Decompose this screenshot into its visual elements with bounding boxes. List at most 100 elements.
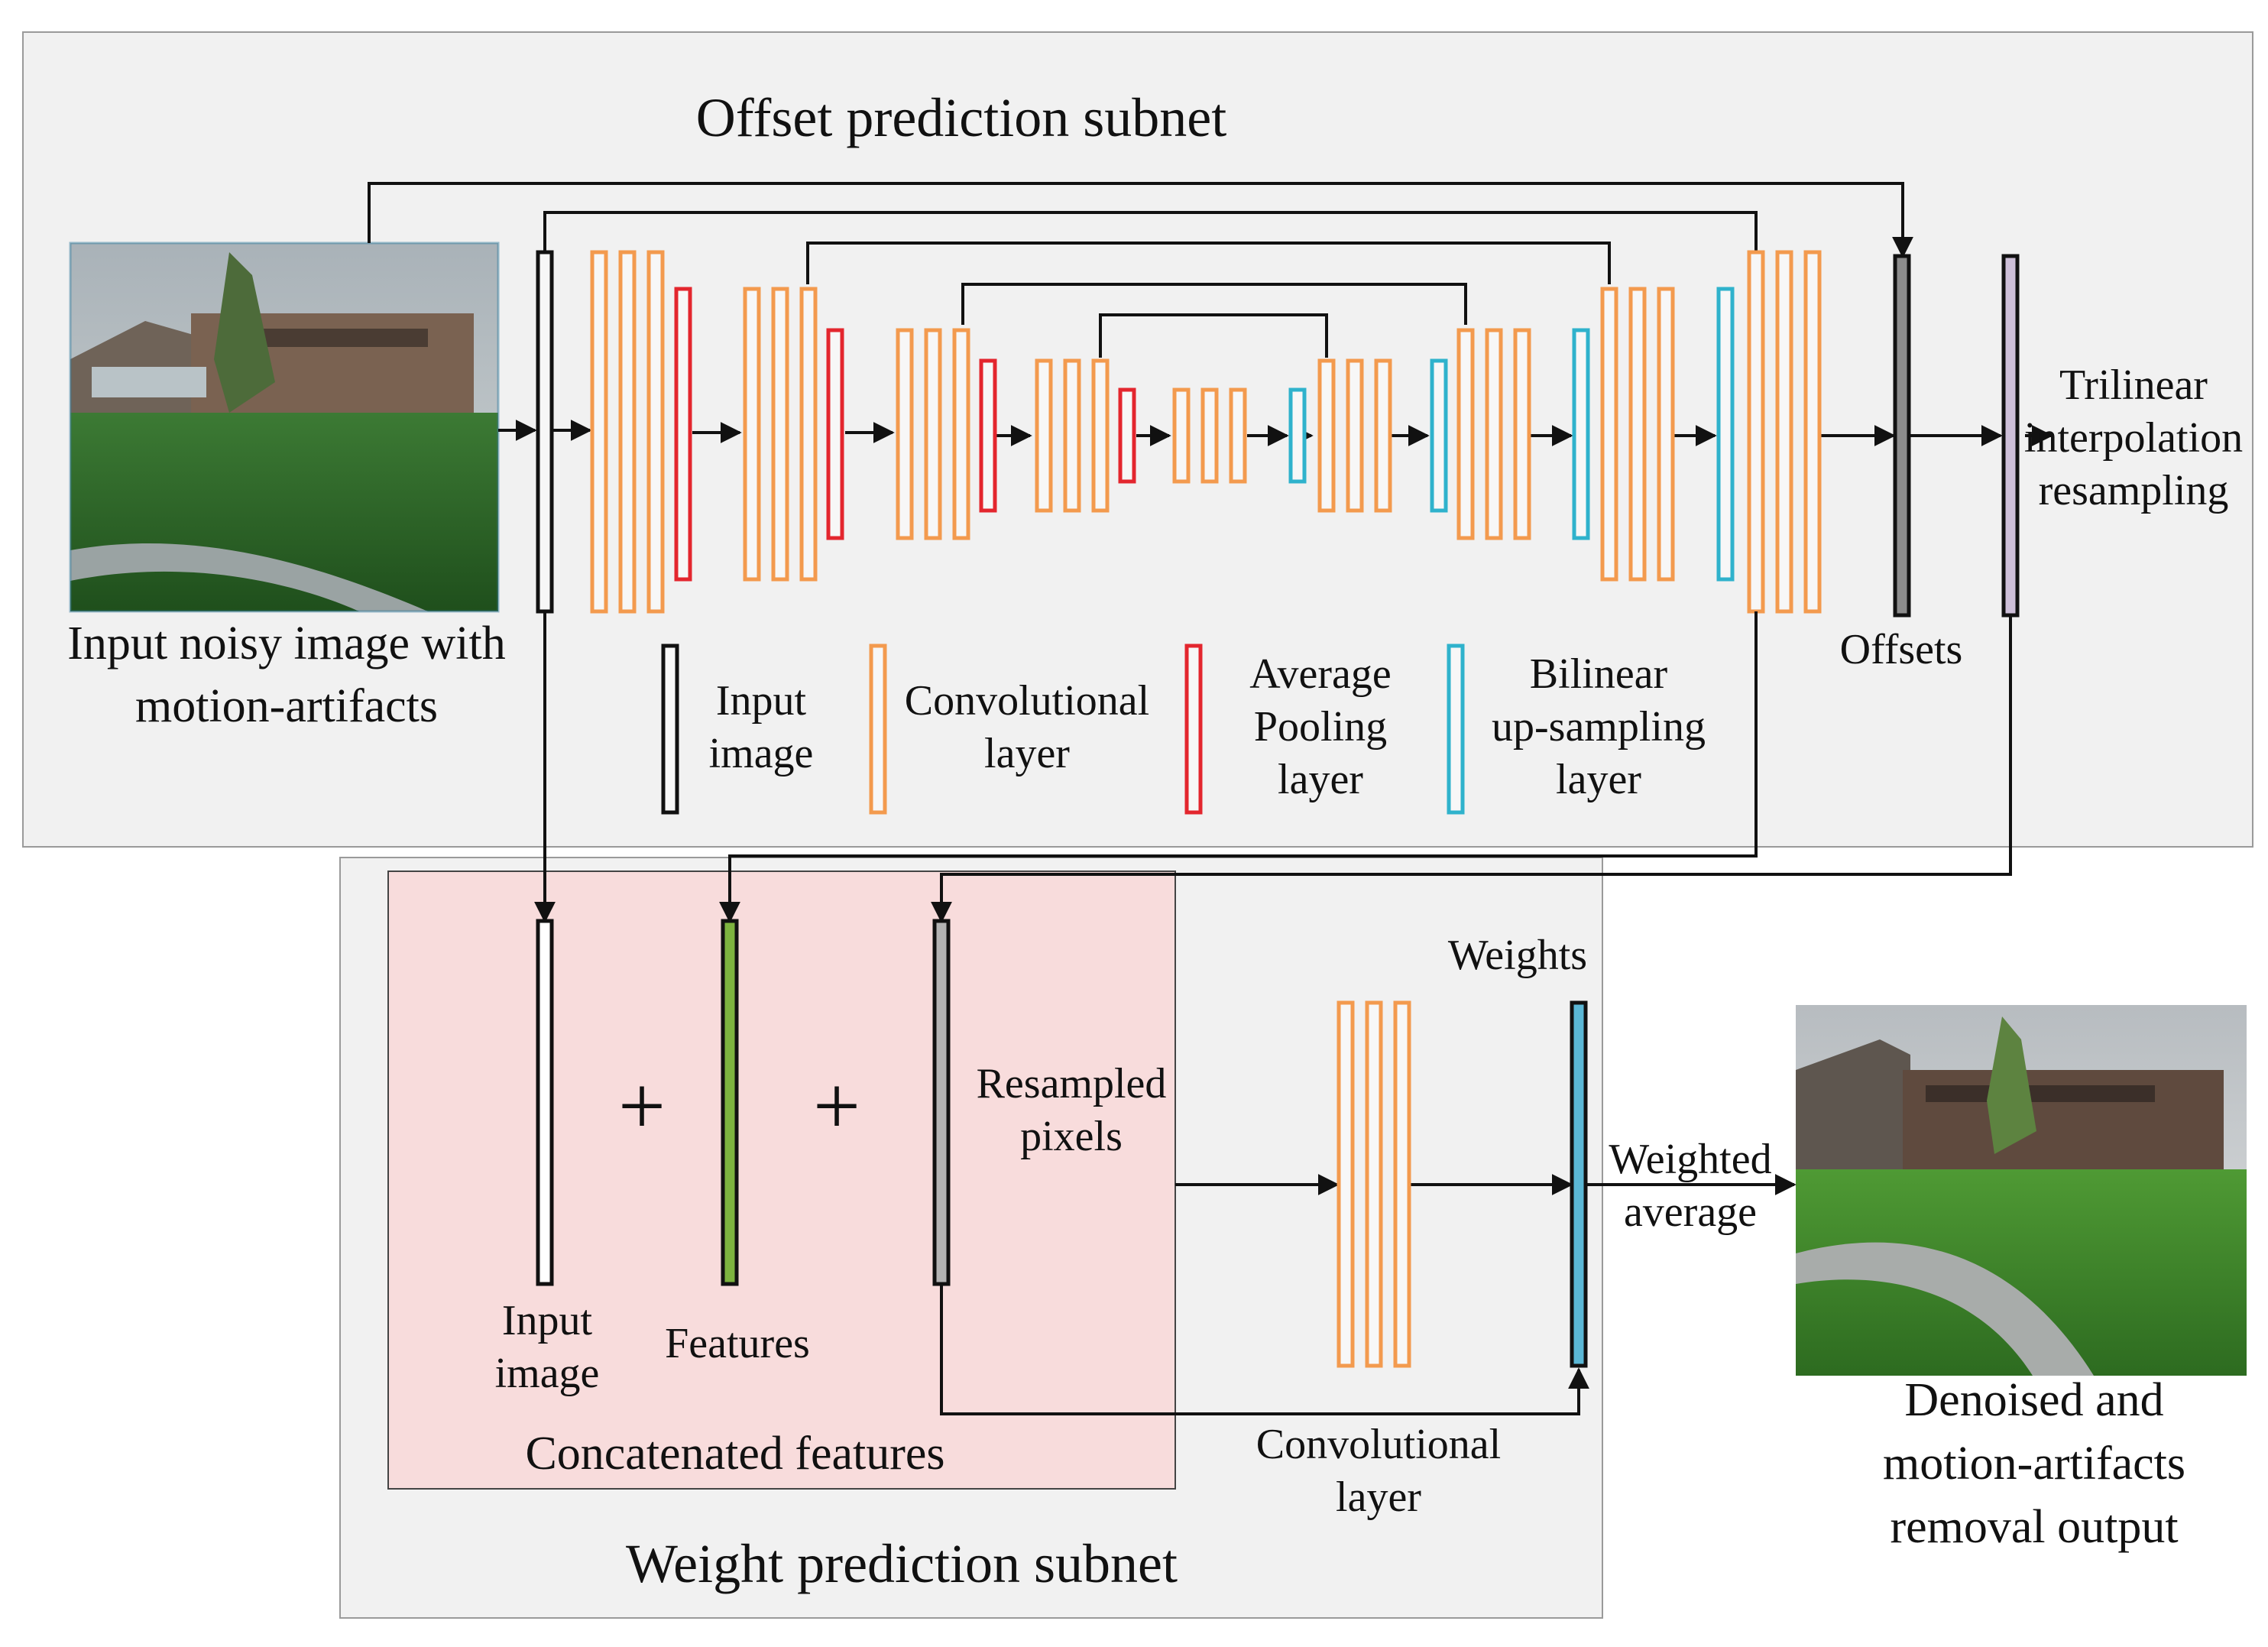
conv-layer [646, 250, 665, 614]
forward-arrows [498, 420, 2053, 446]
skip-line-level-2 [806, 242, 1611, 284]
skip-line-input-to-decoder [543, 211, 1758, 252]
conv-layer [1035, 358, 1053, 513]
concat-input-label-1: Input [502, 1297, 593, 1344]
conv-layer [1747, 250, 1765, 614]
conv-layer [924, 328, 942, 540]
resampled-pixels-label-2: pixels [1020, 1113, 1123, 1160]
offset-subnet-title: Offset prediction subnet [696, 87, 1227, 148]
conv-layer [1513, 328, 1531, 540]
skip-line-input-to-offsets [368, 182, 1913, 258]
weights-label: Weights [1448, 932, 1587, 979]
conv-layer [1346, 358, 1364, 513]
conv-layer [799, 287, 818, 582]
encoder-decoder-layers [536, 250, 2020, 618]
weight-subnet-layers [536, 919, 1588, 1368]
legend-upsample-swatch [1447, 644, 1465, 815]
conv-layer [1229, 387, 1247, 484]
resampled-pixels-layer [932, 919, 951, 1286]
concat-input-image-layer [536, 919, 554, 1286]
conv-layer [1393, 1000, 1411, 1368]
output-caption-line-2: motion-artifacts [1883, 1438, 2185, 1490]
features-line [719, 611, 1758, 923]
output-caption-line-1: Denoised and [1904, 1374, 2163, 1426]
legend-pool-label-2: Pooling [1254, 703, 1387, 751]
cross-subnet-connections [534, 611, 2012, 1415]
input-caption-line-1: Input noisy image with [67, 618, 505, 669]
ws-conv-label-1: Convolutional [1256, 1421, 1501, 1468]
legend-conv-label-1: Convolutional [905, 677, 1149, 725]
conv-layer [743, 287, 761, 582]
legend-conv-label-2: layer [984, 730, 1070, 777]
conv-layer [952, 328, 970, 540]
pool-layer [826, 328, 844, 540]
upsample-layer [1288, 387, 1307, 484]
conv-layer [1091, 358, 1110, 513]
ws-conv-label-2: layer [1336, 1474, 1421, 1521]
legend-pool-swatch [1184, 644, 1203, 815]
weighted-average-label-1: Weighted [1609, 1136, 1771, 1183]
conv-layer [1317, 358, 1336, 513]
features-layer [721, 919, 739, 1286]
plus-sign-2: + [813, 1059, 860, 1153]
conv-layer [1365, 1000, 1383, 1368]
weight-subnet-title: Weight prediction subnet [626, 1533, 1178, 1594]
legend-input-label-1: Input [716, 677, 807, 725]
labels: Offset prediction subnet Input noisy ima… [67, 87, 2243, 1594]
conv-layer [1172, 387, 1191, 484]
conv-layer [1600, 287, 1618, 582]
denoised-output-image [1796, 1005, 2247, 1376]
pool-layer [979, 358, 997, 513]
conv-layer [1775, 250, 1793, 614]
concat-features-label: Concatenated features [525, 1428, 944, 1480]
legend-input-swatch [661, 644, 679, 815]
conv-layer [1063, 358, 1081, 513]
concat-input-label-2: image [495, 1350, 600, 1397]
legend-pool-label-1: Average [1249, 650, 1392, 698]
concatenated-features-box [387, 871, 1176, 1490]
skip-line-level-3 [961, 283, 1467, 325]
conv-layer [1485, 328, 1503, 540]
legend [661, 644, 1465, 815]
conv-layer [896, 328, 914, 540]
weights-layer [1570, 1000, 1588, 1368]
offsets-layer [1893, 254, 1911, 618]
input-caption-line-2: motion-artifacts [135, 680, 438, 732]
skip-connections [368, 182, 1913, 358]
input-image-layer [536, 250, 554, 614]
conv-layer [1657, 287, 1675, 582]
upsample-layer [1716, 287, 1735, 582]
pool-layer [674, 287, 692, 582]
skip-line-level-4 [1099, 313, 1328, 358]
input-noisy-image [69, 242, 500, 613]
resampling-layer [2001, 254, 2020, 618]
resampling-label-1: Trilinear [2059, 361, 2208, 409]
output-caption-line-3: removal output [1890, 1501, 2178, 1553]
legend-upsample-label-2: up-sampling [1492, 703, 1706, 751]
pool-layer [1118, 387, 1136, 484]
legend-upsample-label-3: layer [1556, 756, 1641, 803]
upsample-layer [1430, 358, 1448, 513]
conv-layer [1336, 1000, 1355, 1368]
features-label: Features [665, 1320, 810, 1367]
resampled-to-weights-line [940, 1284, 1589, 1415]
resampled-pixels-label-1: Resampled [977, 1060, 1167, 1107]
legend-conv-swatch [869, 644, 887, 815]
conv-layer [1456, 328, 1475, 540]
conv-layer [1200, 387, 1219, 484]
conv-layer [1803, 250, 1822, 614]
resampled-line [931, 615, 2012, 923]
upsample-layer [1572, 328, 1590, 540]
weighted-average-label-2: average [1624, 1188, 1757, 1236]
plus-sign-1: + [618, 1059, 666, 1153]
resampling-label-2: interpolation [2024, 414, 2243, 462]
conv-layer [1374, 358, 1392, 513]
resampling-label-3: resampling [2039, 467, 2229, 514]
legend-pool-label-3: layer [1278, 756, 1363, 803]
legend-input-label-2: image [709, 730, 814, 777]
offsets-label: Offsets [1840, 626, 1963, 673]
legend-upsample-label-1: Bilinear [1530, 650, 1668, 698]
conv-layer [1628, 287, 1647, 582]
conv-layer [590, 250, 608, 614]
